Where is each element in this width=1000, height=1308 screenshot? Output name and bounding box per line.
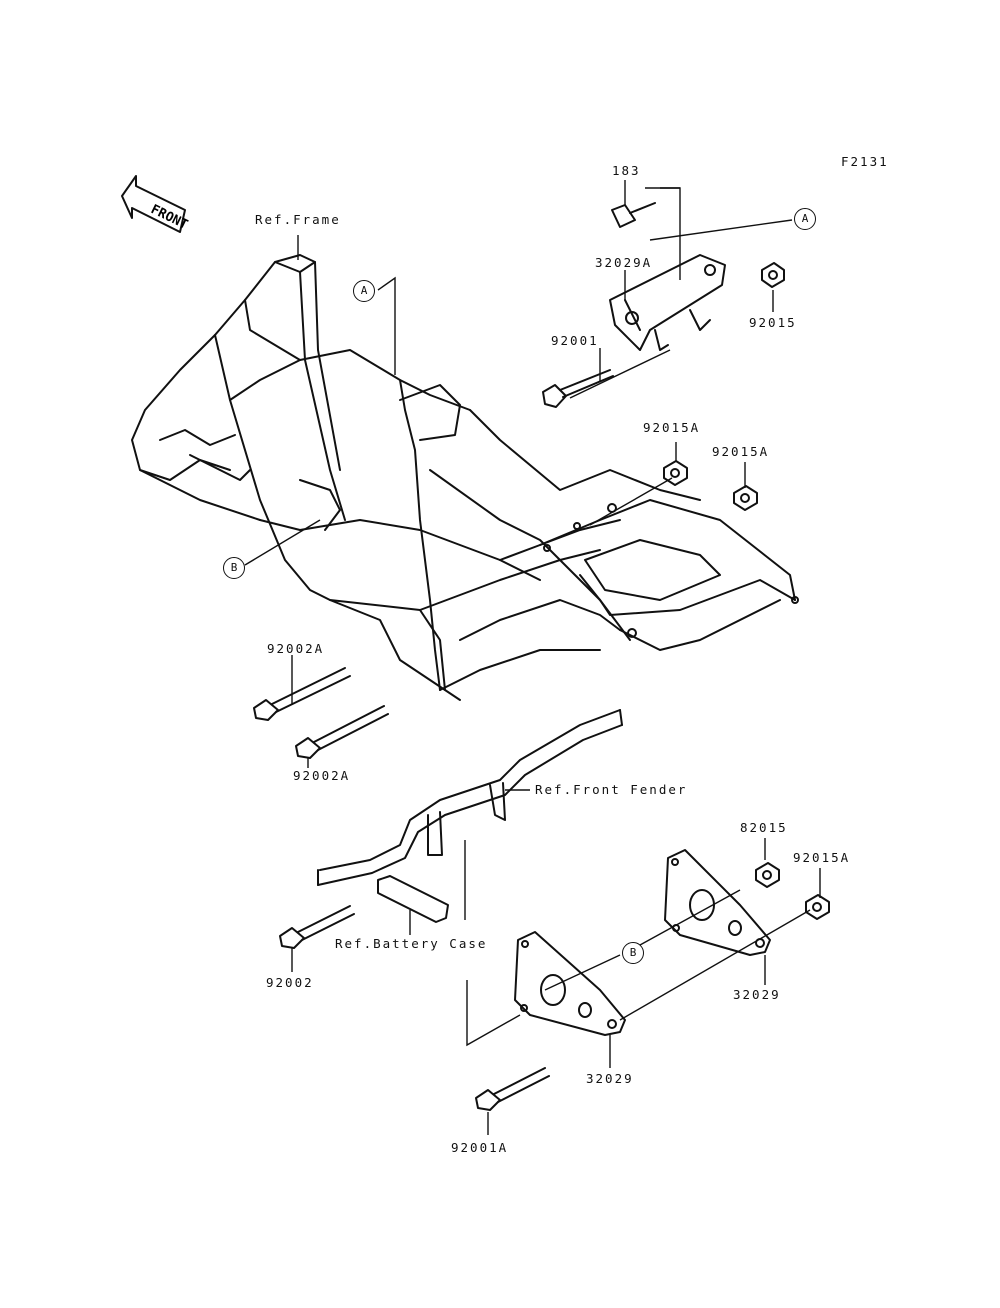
callout-a-frame: A [353, 280, 375, 302]
figure-code: F2131 [841, 154, 889, 169]
part-92015A-3: 92015A [793, 850, 851, 865]
bolt-92002 [279, 905, 355, 949]
callout-a-bracket: A [794, 208, 816, 230]
bracket-32029A [609, 254, 726, 351]
bolt-183 [611, 202, 656, 228]
ref-frame-label: Ref.Frame [255, 212, 341, 227]
part-32029-left: 32029 [586, 1071, 634, 1086]
part-92001A: 92001A [451, 1140, 509, 1155]
nut-92015A-3 [805, 894, 830, 920]
part-92015-top: 92015 [749, 315, 797, 330]
ref-battery-case-label: Ref.Battery Case [335, 936, 488, 951]
ref-front-fender-label: Ref.Front Fender [535, 782, 688, 797]
part-92002A-1: 92002A [267, 641, 325, 656]
part-92002: 92002 [266, 975, 314, 990]
callout-b-frame: B [223, 557, 245, 579]
part-92015A-2: 92015A [712, 444, 770, 459]
part-32029-right: 32029 [733, 987, 781, 1002]
main-frame [131, 254, 799, 701]
bolt-92002A-2 [295, 705, 389, 759]
nut-92015A-2 [733, 485, 758, 511]
leader-lines [244, 180, 821, 1135]
callout-b-plate: B [622, 942, 644, 964]
lower-stay [317, 709, 623, 923]
bolt-92001A [475, 1067, 550, 1111]
part-92001: 92001 [551, 333, 599, 348]
bolt-92001 [542, 369, 614, 408]
bolt-92002A-1 [253, 667, 351, 721]
front-arrow-icon: FRONT [121, 175, 190, 233]
part-183: 183 [612, 163, 641, 178]
plate-32029-left [514, 931, 626, 1036]
nut-92015-top [761, 262, 785, 288]
part-92015A-1: 92015A [643, 420, 701, 435]
part-32029A: 32029A [595, 255, 653, 270]
part-82015: 82015 [740, 820, 788, 835]
part-92002A-2: 92002A [293, 768, 351, 783]
nut-82015 [755, 862, 780, 888]
